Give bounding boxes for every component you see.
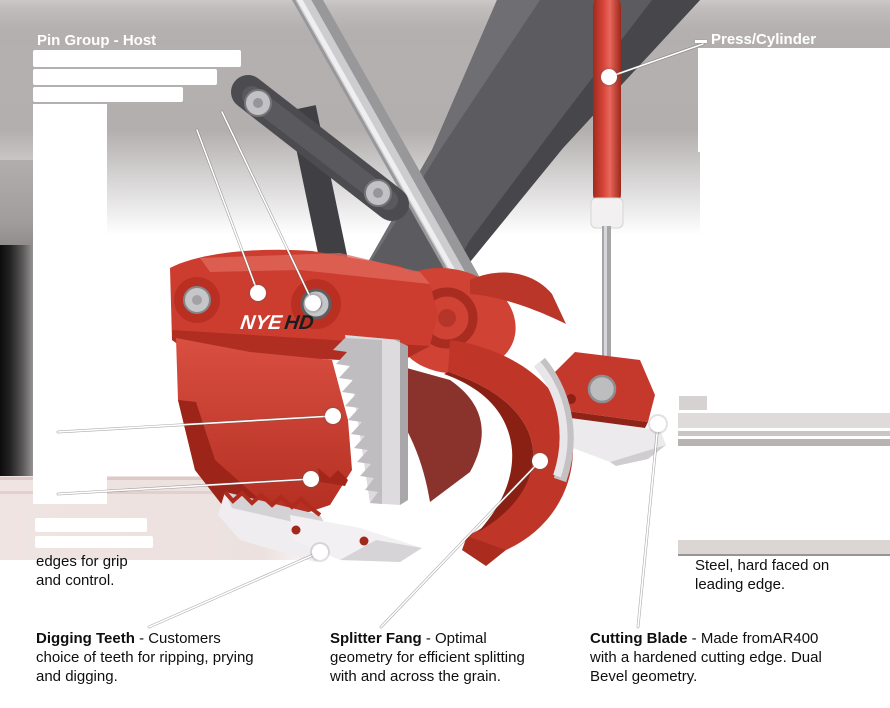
grip-line-2: and control. [36, 572, 115, 589]
leader-line-digging-teeth [148, 551, 321, 628]
leader-dot [532, 453, 548, 469]
callout-wear-bar: Steel, hard faced on leading edge. [695, 556, 829, 594]
digging-teeth-l2: choice of teeth for ripping, prying [36, 649, 254, 666]
brand-logo-suffix: HD [283, 312, 315, 334]
brand-logo-name: NYE [239, 312, 284, 334]
leader-dot [305, 295, 321, 311]
artifact-stripe [678, 431, 890, 436]
splitter-fang-l1: - Optimal [425, 630, 487, 647]
callout-digging-teeth: Digging Teeth - Customers choice of teet… [36, 629, 281, 686]
wear-line-2: leading edge. [695, 576, 786, 593]
leader-line-press-cylinder [608, 43, 704, 78]
gray-backdrop-band [0, 0, 890, 50]
serrated-rack [318, 335, 408, 505]
leader-dot [601, 69, 617, 85]
callout-grip-edges: edges for grip and control. [36, 552, 128, 590]
splitter-fang-l2: geometry for efficient splitting [330, 649, 525, 666]
splitter-fang-title: Splitter Fang [330, 630, 422, 647]
press-cylinder-rod [590, 0, 624, 396]
artifact-block [679, 396, 707, 410]
thumb-jaw [176, 338, 352, 520]
leader-line-cutting-blade [637, 423, 659, 628]
label-blob [33, 69, 217, 85]
cutting-blade-l1: - Made fromAR400 [691, 630, 819, 647]
label-blob-column [33, 104, 107, 504]
wear-line-1: Steel, hard faced on [695, 557, 830, 574]
leader-dot [312, 544, 328, 560]
splitter-fang-l3: with and across the grain. [330, 668, 501, 685]
artifact-stripe [678, 439, 890, 446]
digging-teeth-l3: and digging. [36, 668, 118, 685]
label-blob [35, 536, 153, 548]
leader-dot [250, 285, 266, 301]
cutting-blade-assembly [548, 352, 666, 466]
label-blob [33, 50, 241, 67]
brand-logo: NYE HD [239, 312, 315, 334]
press-cylinder-leader-tick [695, 40, 707, 43]
leader-line-rack-2 [57, 478, 312, 495]
callout-cutting-blade: Cutting Blade - Made fromAR400 with a ha… [590, 629, 890, 686]
cutting-blade-title: Cutting Blade [590, 630, 688, 647]
label-blob [33, 87, 183, 102]
cutting-blade-l2: with a hardened cutting edge. Dual [590, 649, 822, 666]
leader-line-splitter-fang [380, 460, 541, 628]
callout-press-cylinder: Press/Cylinder [711, 31, 817, 48]
digging-teeth-l1: - Customers [139, 630, 221, 647]
leader-dot [303, 471, 319, 487]
pink-line [0, 491, 330, 494]
artifact-stripe [678, 413, 890, 428]
pink-line [0, 477, 330, 480]
callout-pin-group: Pin Group - Host [37, 32, 157, 49]
artifact-stripe [678, 540, 890, 555]
leader-dot [325, 408, 341, 424]
left-edge-gray-strip [0, 160, 33, 248]
leader-dots [248, 67, 668, 562]
label-blob-block [698, 48, 890, 152]
leader-lines [56, 42, 705, 629]
left-edge-dark-strip [0, 245, 33, 477]
leader-line-rack-1 [57, 415, 334, 433]
digging-teeth-title: Digging Teeth [36, 630, 135, 647]
hydraulic-cylinder-rod [292, 0, 482, 298]
grip-line-1: edges for grip [36, 553, 128, 570]
label-blob [35, 518, 147, 532]
artifact-line [678, 554, 890, 556]
callout-splitter-fang: Splitter Fang - Optimal geometry for eff… [330, 629, 580, 686]
leader-dot [650, 416, 666, 432]
leader-line-pin-group-2 [221, 111, 314, 304]
leader-line-pin-group-1 [196, 129, 259, 294]
cutting-blade-l3: Bevel geometry. [590, 668, 698, 685]
